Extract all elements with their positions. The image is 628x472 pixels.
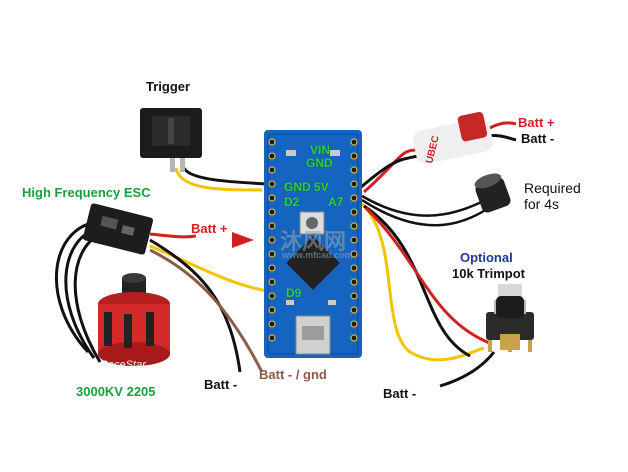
trigger-switch bbox=[140, 108, 202, 172]
esc-red-wire bbox=[149, 232, 197, 239]
required-note-line2: for 4s bbox=[524, 196, 560, 212]
motor-label: 3000KV 2205 bbox=[76, 384, 156, 399]
esc-label: High Frequency ESC bbox=[22, 185, 151, 200]
pin-d9-label: D9 bbox=[286, 286, 302, 300]
pin-gnd-top-label: GND bbox=[306, 156, 333, 170]
batt-minus-bottom-label: Batt - bbox=[383, 386, 417, 401]
esc-signal-wire-yellow bbox=[149, 244, 275, 294]
motor-brand-text: RaceStar bbox=[100, 359, 147, 371]
cap-wire-2 bbox=[361, 198, 493, 227]
capacitor bbox=[474, 173, 511, 213]
motor-wire-2 bbox=[64, 226, 99, 359]
trigger-wire-black bbox=[182, 167, 269, 186]
esc-black-wire bbox=[149, 238, 242, 373]
esc-board bbox=[82, 203, 154, 255]
ubec-wire-red bbox=[363, 148, 417, 194]
cap-wire-1 bbox=[361, 194, 487, 217]
trigger-wire-yellow bbox=[174, 167, 263, 192]
pin-a7-label: A7 bbox=[328, 195, 344, 209]
trimpot bbox=[486, 284, 534, 352]
batt-minus-left-label: Batt - bbox=[204, 377, 238, 392]
trimpot-wire-yellow bbox=[360, 202, 485, 362]
motor: RaceStar bbox=[98, 273, 170, 371]
batt-plus-arrow-icon bbox=[232, 232, 254, 248]
ubec-out-red bbox=[485, 121, 517, 132]
trimpot-wire-black bbox=[363, 204, 471, 358]
batt-minus-right-label: Batt - bbox=[521, 131, 555, 146]
trimpot-gnd-wire bbox=[439, 351, 496, 388]
optional-label-line1: Optional bbox=[460, 250, 513, 265]
batt-plus-right-label: Batt + bbox=[518, 115, 555, 130]
optional-label-line2: 10k Trimpot bbox=[452, 266, 525, 281]
batt-minus-gnd-label: Batt - / gnd bbox=[259, 367, 327, 382]
trimpot-wire-red bbox=[364, 206, 493, 346]
trigger-label: Trigger bbox=[146, 79, 191, 94]
pin-d2-label: D2 bbox=[284, 195, 300, 209]
pin-gnd-5v-label: GND 5V bbox=[284, 180, 329, 194]
pin-vin-label: VIN bbox=[310, 143, 331, 157]
batt-plus-left-label: Batt + bbox=[191, 221, 228, 236]
required-note-line1: Required bbox=[524, 180, 581, 196]
arduino-nano bbox=[264, 130, 362, 358]
watermark-url: www.mfcad.com bbox=[282, 250, 353, 260]
esc-brown-wire bbox=[149, 248, 264, 373]
ubec-wire-black bbox=[359, 154, 419, 190]
ubec: UBEC bbox=[413, 111, 493, 165]
motor-wire-1 bbox=[55, 220, 97, 354]
watermark-cn: 沐风网 bbox=[280, 229, 347, 254]
